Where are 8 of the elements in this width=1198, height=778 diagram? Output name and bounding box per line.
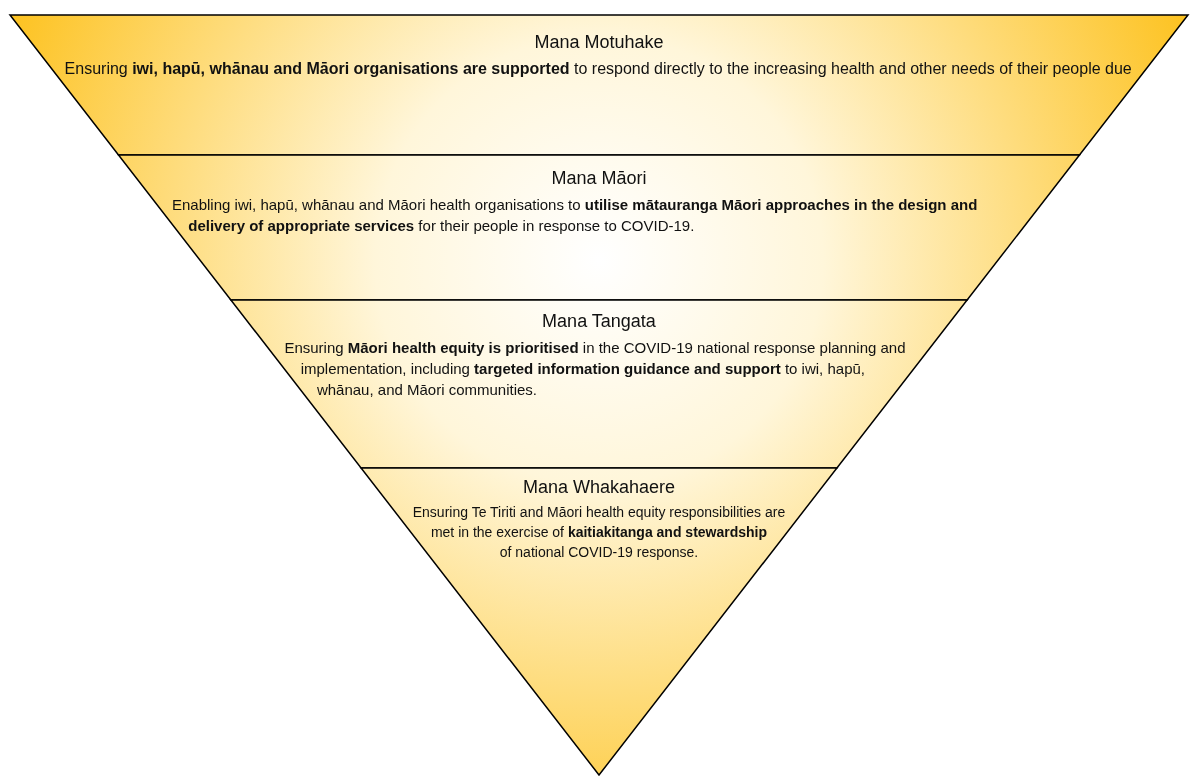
tier-heading: Mana Māori: [550, 167, 648, 190]
tier-heading: Mana Motuhake: [533, 31, 665, 54]
tier-description: Enabling iwi, hapū, whānau and Māori health organisations to utilise mātauranga Māori approaches in the design and delivery of appropriate services for their people in response to COVID-19.: [171, 195, 979, 237]
tier-description: Ensuring Māori health equity is prioritised in the COVID-19 national response planning and implementation, including targeted information guidance and support to iwi, hapū, whānau, and Māori communities.: [283, 338, 907, 401]
tier-heading: Mana Whakahaere: [521, 476, 677, 499]
tier-description: Ensuring iwi, hapū, whānau and Māori organisations are supported to respond directly to the increasing health and other needs of their people due: [63, 59, 1133, 80]
tier-heading: Mana Tangata: [541, 310, 657, 333]
tier-description: Ensuring Te Tiriti and Māori health equity responsibilities are met in the exercise of kaitiakitanga and stewardship of national COVID-19 response.: [411, 503, 787, 562]
